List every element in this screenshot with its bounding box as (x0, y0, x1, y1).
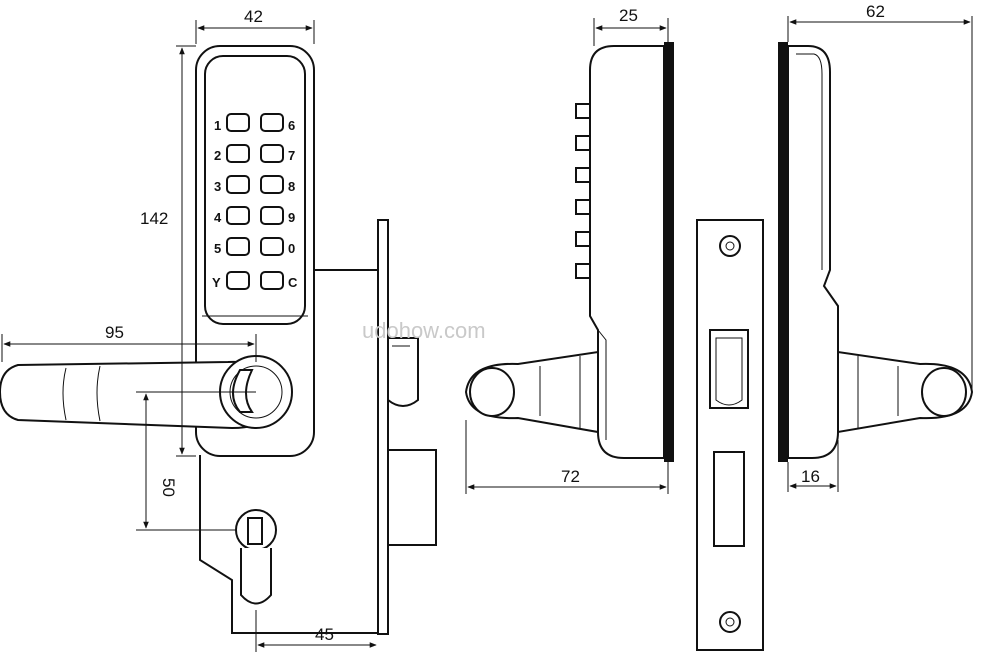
dim-25: 25 (593, 6, 669, 46)
key-label: 7 (288, 148, 295, 163)
key-button[interactable] (226, 271, 250, 290)
key-button[interactable] (226, 175, 250, 194)
dim-label-25: 25 (619, 6, 638, 25)
key-button[interactable] (260, 271, 284, 290)
handle-lever-icon (0, 355, 293, 430)
latch-bolt (387, 337, 419, 407)
dim-label-142: 142 (140, 209, 168, 228)
key-button[interactable] (260, 175, 284, 194)
dim-95: 95 (1, 323, 257, 362)
key-row-1: 1 6 (214, 113, 295, 133)
dim-label-50: 50 (159, 478, 178, 497)
cylinder-icon (235, 509, 277, 605)
key-label: 0 (288, 241, 295, 256)
side-view-left: 25 72 (464, 6, 674, 494)
watermark: udohow.com (362, 318, 486, 343)
dim-label-72: 72 (561, 467, 580, 486)
key-label: 6 (288, 118, 295, 133)
side-view-right: 62 16 (778, 2, 974, 492)
dim-label-42: 42 (244, 7, 263, 26)
dim-45: 45 (255, 610, 377, 652)
key-row-4: 4 9 (214, 206, 295, 225)
keypad-profile (589, 45, 665, 459)
dim-62: 62 (787, 2, 973, 392)
bolt-opening (713, 451, 745, 547)
key-label: C (288, 275, 298, 290)
dead-bolt (387, 449, 437, 546)
dim-142: 142 (140, 45, 196, 457)
front-view: 1 6 2 7 3 8 4 9 (0, 7, 437, 652)
key-button[interactable] (260, 237, 284, 256)
key-label: 1 (214, 118, 221, 133)
key-button[interactable] (226, 113, 250, 132)
key-button[interactable] (260, 113, 284, 132)
key-label: 3 (214, 179, 221, 194)
dim-label-62: 62 (866, 2, 885, 21)
key-label: 9 (288, 210, 295, 225)
faceplate-view (696, 219, 764, 651)
latch-opening (709, 329, 749, 409)
dim-50: 50 (136, 391, 256, 531)
dim-label-16: 16 (801, 467, 820, 486)
key-row-5: 5 0 (214, 237, 295, 256)
keypad: 1 6 2 7 3 8 4 9 (212, 113, 298, 290)
key-label: 8 (288, 179, 295, 194)
key-profiles (575, 103, 591, 279)
mortise-faceplate (377, 219, 389, 635)
key-button[interactable] (226, 144, 250, 163)
keypad-housing (195, 45, 315, 457)
key-row-2: 2 7 (214, 144, 295, 163)
key-label: 5 (214, 241, 221, 256)
key-button[interactable] (226, 206, 250, 225)
keypad-profile-rear (787, 45, 839, 459)
key-label: 4 (214, 210, 222, 225)
faceplate (696, 219, 764, 651)
dim-label-45: 45 (315, 625, 334, 644)
key-label: 2 (214, 148, 221, 163)
key-button[interactable] (260, 144, 284, 163)
key-button[interactable] (260, 206, 284, 225)
key-button[interactable] (226, 237, 250, 256)
key-row-3: 3 8 (214, 175, 295, 194)
dim-72: 72 (465, 420, 669, 494)
dim-16: 16 (787, 440, 839, 492)
dim-42: 42 (195, 7, 315, 44)
key-label: Y (212, 275, 221, 290)
key-row-6: Y C (212, 271, 298, 290)
dim-label-95: 95 (105, 323, 124, 342)
